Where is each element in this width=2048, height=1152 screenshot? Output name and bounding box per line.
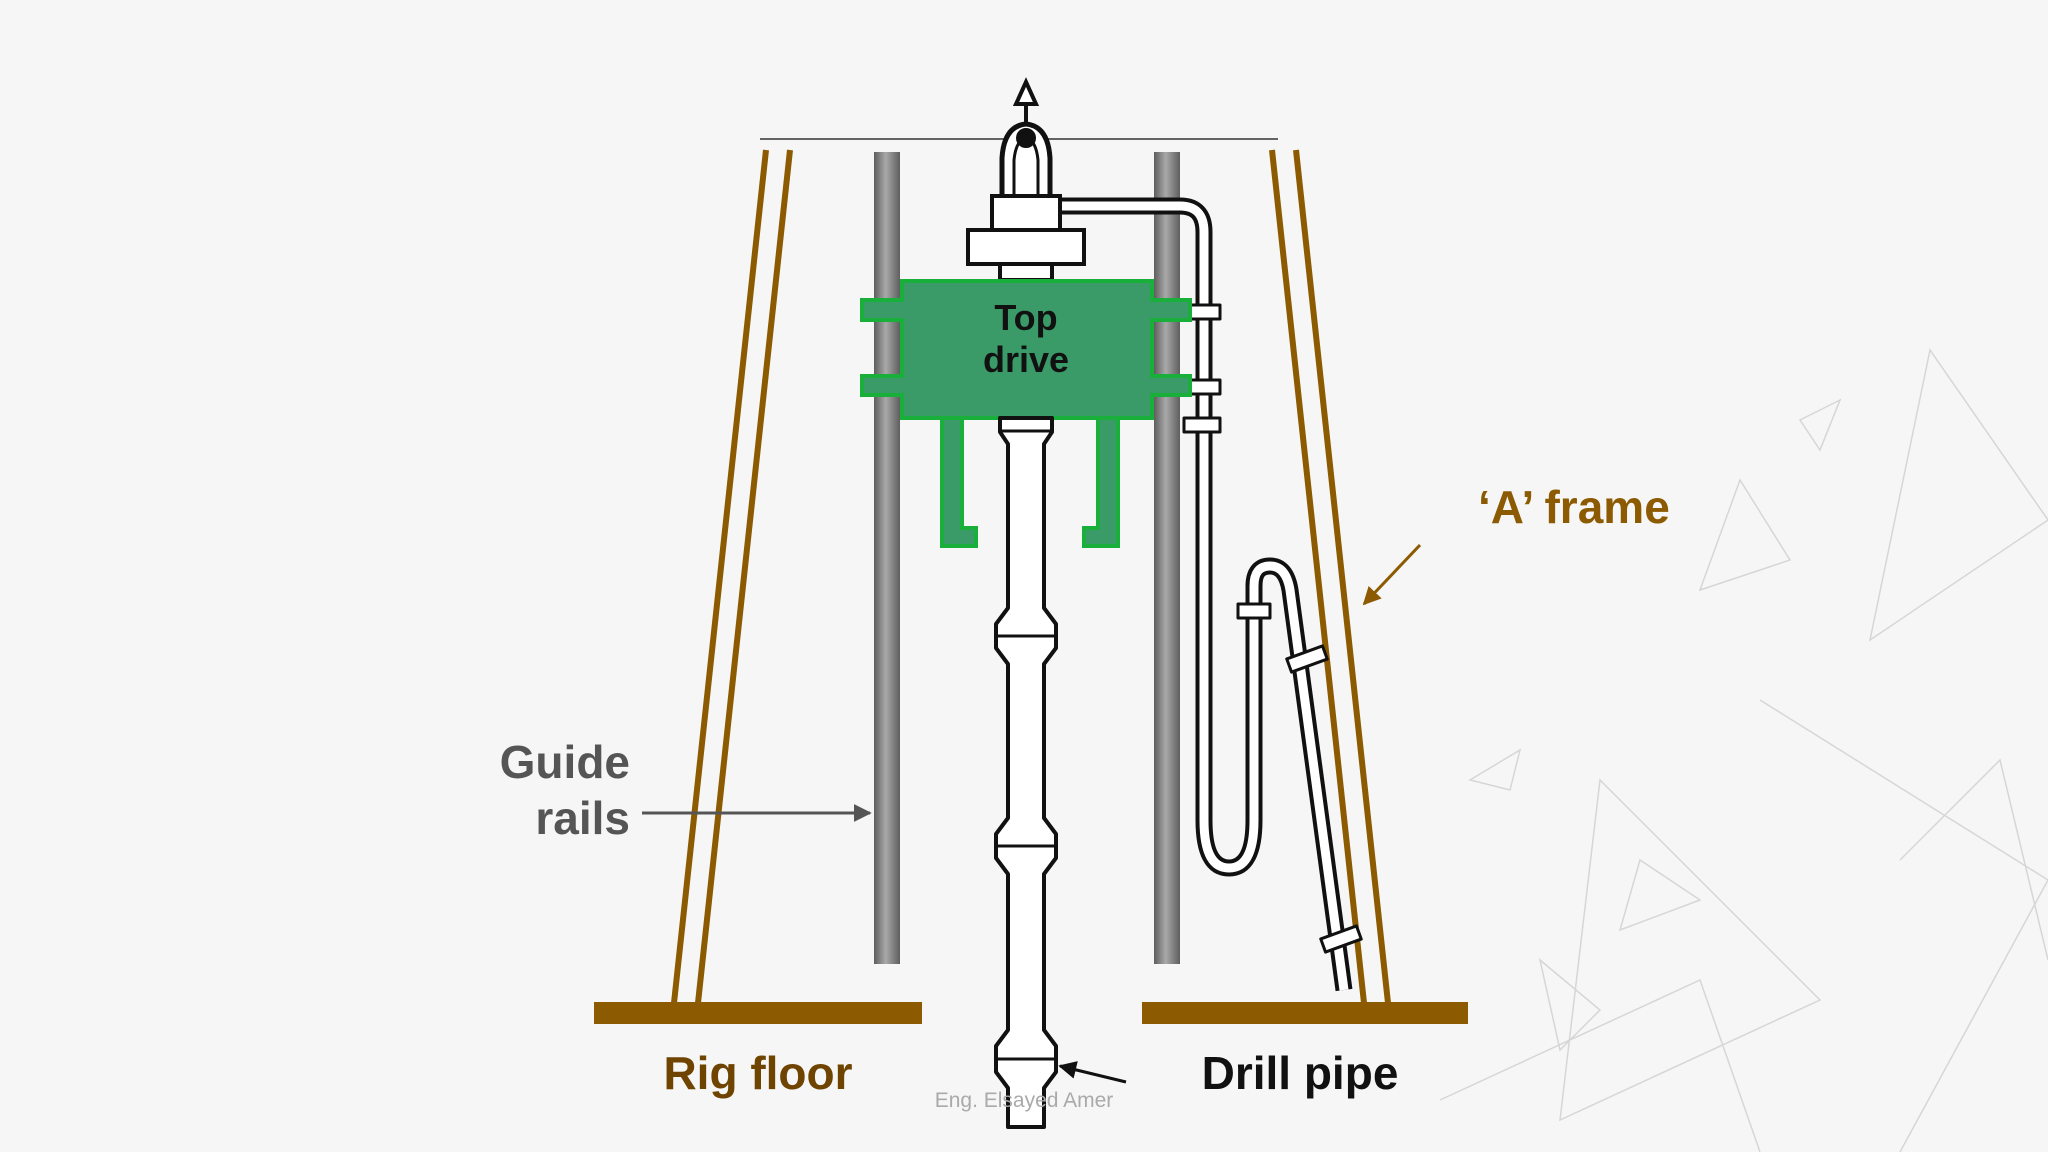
drill-pipe-label: Drill pipe [1202, 1047, 1399, 1099]
drill-pipe [994, 416, 1058, 1129]
hose-clamp [1236, 602, 1272, 620]
sheave-pin [1016, 128, 1036, 148]
top-drive-body [860, 279, 1192, 420]
a-frame-arrow [1362, 543, 1422, 606]
tool-joints [996, 429, 1056, 1061]
hose-clamp [1285, 644, 1329, 674]
rig-floor-label: Rig floor [663, 1047, 852, 1099]
swivel-block [990, 194, 1062, 232]
hose-clamp [1182, 416, 1222, 434]
author-credit: Eng. Elsayed Amer [935, 1089, 1114, 1112]
drive-shaft [998, 262, 1054, 282]
hose [1060, 197, 1363, 992]
hose-clamp [1319, 924, 1363, 954]
swivel-base [966, 228, 1086, 266]
hose-clamp [1186, 303, 1222, 321]
rig-floor-right [1142, 1002, 1468, 1024]
link-arm-left [940, 416, 978, 548]
a-frame-left-leg-outer [671, 149, 769, 1004]
hoist-arrow-icon [1012, 77, 1040, 106]
top-drive: Top drive [860, 279, 1192, 548]
a-frame-right-leg-outer [1269, 149, 1367, 1004]
rig-floor [594, 1002, 1468, 1024]
a-frame [671, 149, 1391, 1004]
guide-rails-label-line1: Guide [500, 736, 630, 788]
a-frame-left-leg-inner [695, 149, 793, 1004]
a-frame-label: ‘A’ frame [1478, 481, 1670, 533]
top-drive-label-line2: drive [983, 339, 1069, 380]
swivel-assembly [966, 77, 1086, 282]
top-drive-label-line1: Top [994, 297, 1057, 338]
link-arm-right [1082, 416, 1120, 548]
guide-rails [874, 152, 1180, 964]
drill-pipe-arrow [1058, 1061, 1127, 1084]
hose-clamp [1186, 378, 1222, 396]
background-decoration [1439, 348, 2048, 1152]
a-frame-right-leg-inner [1293, 149, 1391, 1004]
guide-rails-label-line2: rails [535, 792, 630, 844]
guide-rail-left [874, 152, 900, 964]
guide-rail-right [1154, 152, 1180, 964]
rig-floor-left [594, 1002, 922, 1024]
